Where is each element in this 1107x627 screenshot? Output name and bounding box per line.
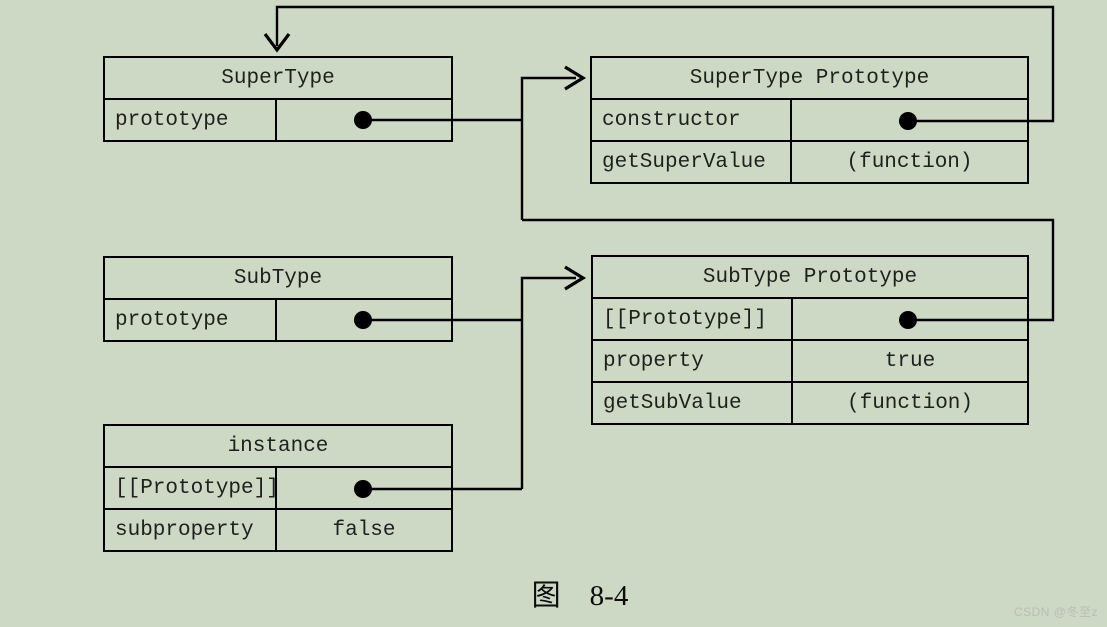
table-row: constructor — [592, 100, 1027, 142]
arrowhead-right-icon — [564, 265, 587, 291]
instance-title: instance — [105, 426, 451, 468]
row-value-false: false — [332, 518, 396, 542]
table-row: prototype — [105, 100, 451, 140]
supertype-title: SuperType — [105, 58, 451, 100]
csdn-watermark: CSDN @冬至z — [1013, 605, 1098, 619]
row-value-true: true — [884, 349, 936, 373]
figure-caption: 图 8-4 — [531, 580, 629, 612]
supertype-prototype-title: SuperType Prototype — [592, 58, 1027, 100]
subtype-box: SubType prototype — [103, 256, 453, 342]
subtype-prototype-box: SubType Prototype [[Prototype]] property… — [591, 255, 1029, 425]
instance-box: instance [[Prototype]] subproperty false — [103, 424, 453, 552]
row-key-constructor: constructor — [592, 100, 792, 140]
row-key-getsubvalue: getSubValue — [593, 383, 793, 423]
arrowhead-right-icon — [564, 65, 587, 91]
supertype-prototype-box: SuperType Prototype constructor getSuper… — [590, 56, 1029, 184]
row-value-function: (function) — [846, 391, 974, 415]
row-key-getsupervalue: getSuperValue — [592, 142, 792, 182]
row-key-property: property — [593, 341, 793, 381]
row-value-pointer — [277, 100, 451, 140]
row-value-pointer — [277, 300, 451, 340]
supertype-box: SuperType prototype — [103, 56, 453, 142]
table-row: getSuperValue (function) — [592, 142, 1027, 182]
row-key-internal-prototype: [[Prototype]] — [105, 468, 279, 508]
table-row: property true — [593, 341, 1027, 383]
subtype-title: SubType — [105, 258, 451, 300]
row-value-pointer — [792, 100, 1027, 140]
connector-merge-vertical-lower — [520, 276, 576, 489]
arrowhead-down-icon — [263, 33, 291, 53]
row-key-internal-prototype: [[Prototype]] — [593, 299, 793, 339]
row-key-prototype: prototype — [105, 300, 277, 340]
connector-merge-vertical-upper — [520, 76, 576, 220]
row-value-pointer — [793, 299, 1027, 339]
subtype-prototype-title: SubType Prototype — [593, 257, 1027, 299]
table-row: subproperty false — [105, 510, 451, 550]
table-row: getSubValue (function) — [593, 383, 1027, 423]
row-key-subproperty: subproperty — [105, 510, 277, 550]
table-row: prototype — [105, 300, 451, 340]
row-value-pointer — [277, 468, 451, 508]
table-row: [[Prototype]] — [105, 468, 451, 510]
row-value-function: (function) — [846, 150, 973, 174]
row-key-prototype: prototype — [105, 100, 277, 140]
table-row: [[Prototype]] — [593, 299, 1027, 341]
